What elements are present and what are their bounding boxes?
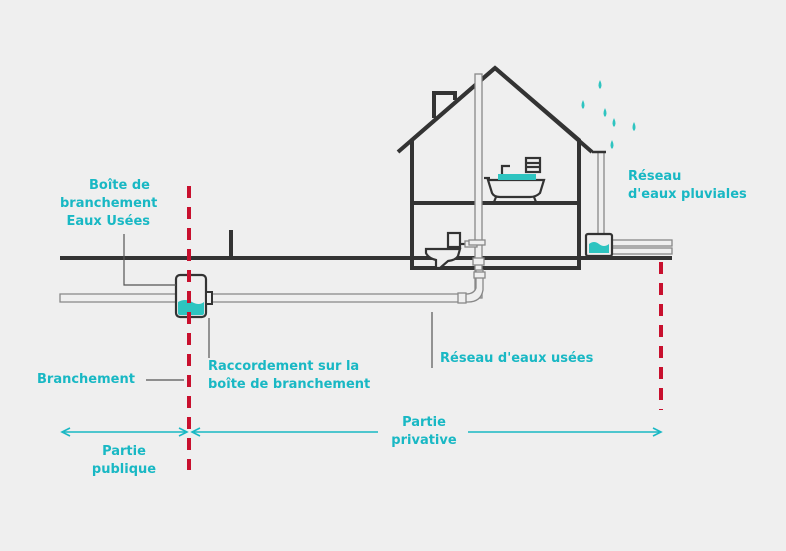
boite-label-line1: Boîte de: [89, 178, 150, 193]
boite-label-line2: branchement: [60, 196, 158, 211]
privative-label: Partie privative: [382, 414, 466, 450]
partie-arrows: [60, 427, 663, 437]
house: [396, 65, 594, 270]
publique-label-line1: Partie: [102, 444, 146, 459]
rain-drops: [581, 80, 636, 149]
rain-drop: [632, 122, 636, 131]
branch-box: [174, 273, 213, 319]
rain-drop: [612, 118, 616, 127]
usees-label: Réseau d'eaux usées: [440, 351, 594, 366]
house-roof-right-eave: [493, 66, 594, 154]
privative-label-line2: privative: [391, 433, 457, 448]
rain-drop: [598, 80, 602, 89]
house-outline: [410, 65, 581, 270]
toilet-drain: [464, 239, 486, 266]
pluviales-label-line2: d'eaux pluviales: [628, 187, 747, 202]
pluviales-label-line1: Réseau: [628, 169, 682, 184]
leader-boite: [123, 234, 176, 286]
rain-drop: [610, 140, 614, 149]
sewer-pipe: [59, 269, 486, 304]
rainwater-box: [584, 232, 614, 258]
raccord-label-line1: Raccordement sur la: [208, 359, 360, 374]
boite-label-line3: Eaux Usées: [66, 214, 150, 229]
raccord-label-line2: boîte de branchement: [208, 377, 371, 392]
pluviales-label: Réseau d'eaux pluviales: [628, 168, 747, 204]
chimney: [432, 91, 457, 118]
bathtub: [484, 156, 546, 203]
leader-lines: [123, 234, 433, 381]
raccord-label: Raccordement sur la boîte de branchement: [208, 358, 370, 394]
rain-drop: [581, 100, 585, 109]
rain-drop: [603, 108, 607, 117]
publique-label-line2: publique: [91, 462, 157, 477]
privative-label-line1: Partie: [402, 415, 446, 430]
branchement-label: Branchement: [37, 372, 135, 387]
publique-label: Partie publique: [82, 443, 166, 479]
boite-label: Boîte de branchement Eaux Usées: [60, 177, 158, 231]
toilet: [424, 231, 470, 270]
